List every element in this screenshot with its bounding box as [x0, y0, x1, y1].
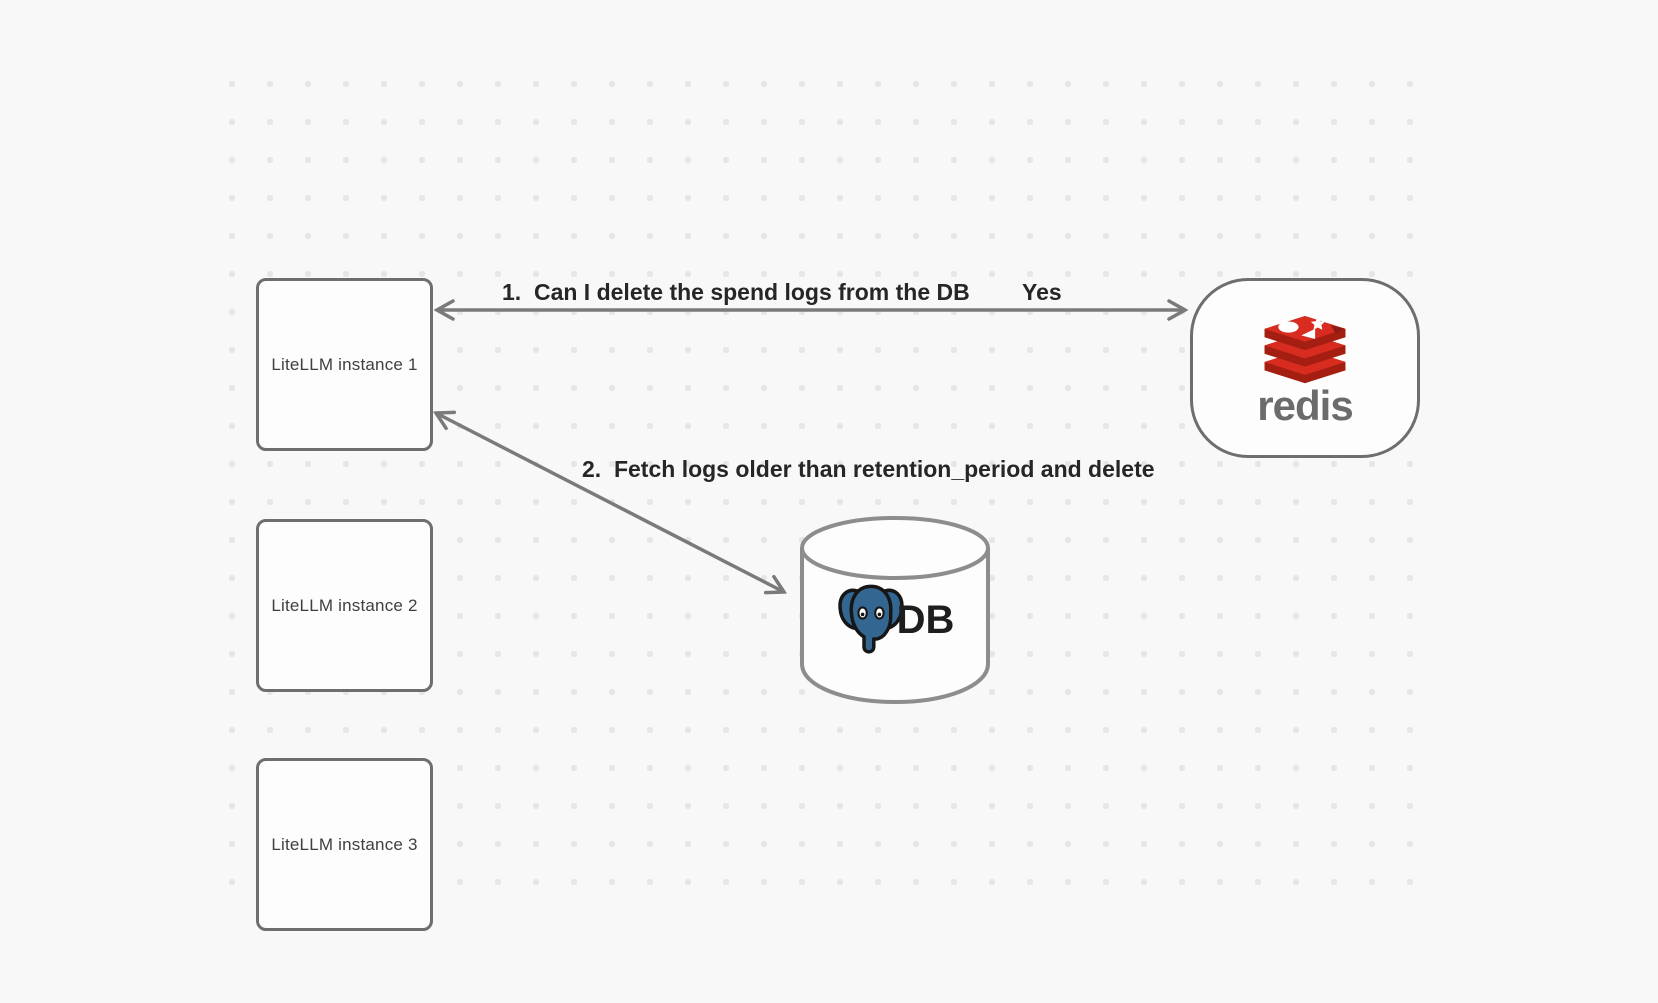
db-node-content: DB	[798, 576, 992, 664]
litellm-instance-2-node[interactable]: LiteLLM instance 2	[256, 519, 433, 692]
litellm-instance-1-node[interactable]: LiteLLM instance 1	[256, 278, 433, 451]
litellm-instance-3-node[interactable]: LiteLLM instance 3	[256, 758, 433, 931]
edge-instance1-db-arrow[interactable]	[436, 413, 784, 592]
litellm-instance-3-label: LiteLLM instance 3	[271, 834, 418, 854]
edge2-label: 2. Fetch logs older than retention_perio…	[582, 456, 1155, 482]
edge1-response-label: Yes	[1022, 279, 1062, 305]
litellm-instance-1-label: LiteLLM instance 1	[271, 354, 418, 374]
db-label: DB	[896, 598, 955, 642]
redis-stack-icon	[1264, 315, 1346, 383]
redis-node[interactable]: redis	[1190, 278, 1420, 458]
db-node[interactable]: DB	[798, 514, 992, 705]
postgresql-elephant-icon	[837, 584, 904, 654]
edge1-label: 1. Can I delete the spend logs from the …	[502, 279, 970, 305]
redis-wordmark: redis	[1257, 381, 1353, 429]
litellm-instance-2-label: LiteLLM instance 2	[271, 595, 418, 615]
